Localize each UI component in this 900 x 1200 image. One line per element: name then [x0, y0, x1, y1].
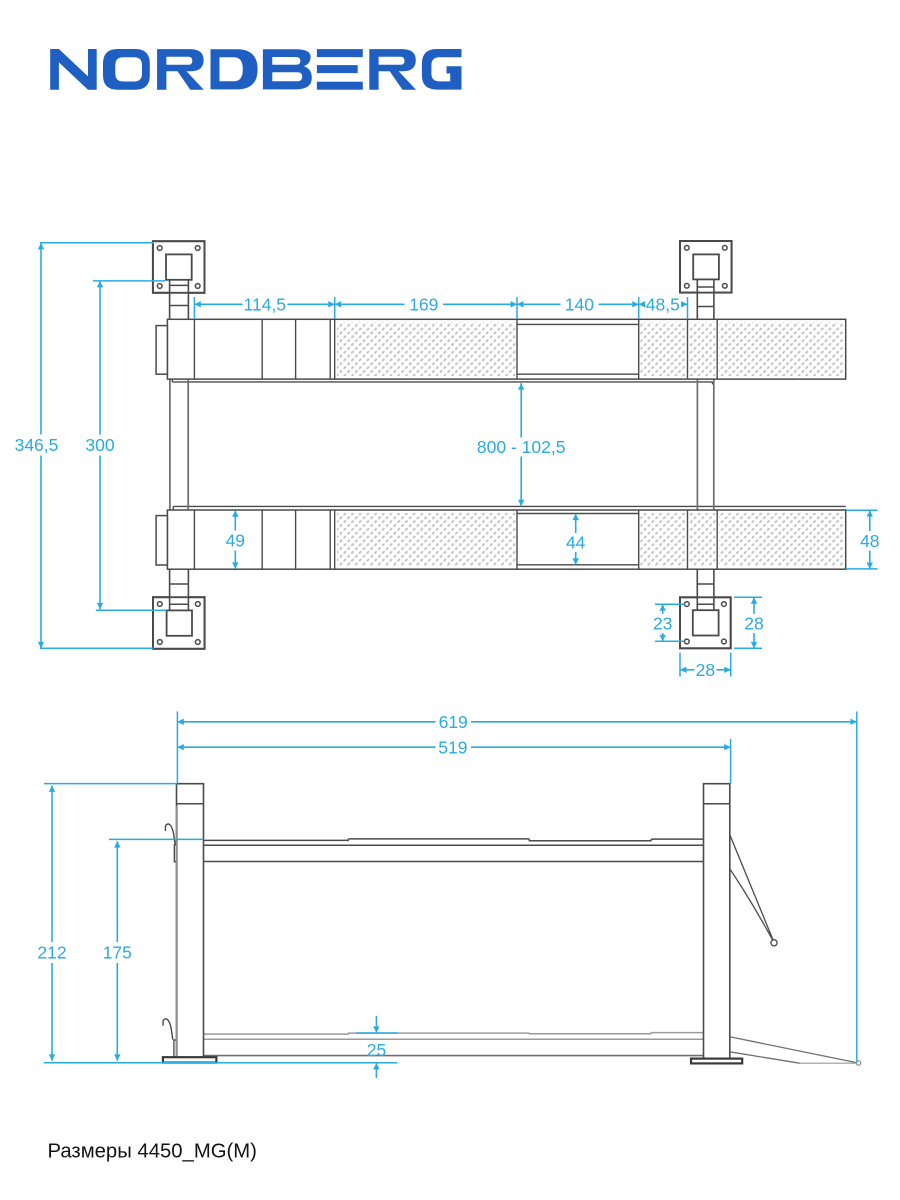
svg-text:49: 49 — [226, 531, 245, 551]
svg-text:Размеры 4450_MG(M): Размеры 4450_MG(M) — [48, 1141, 257, 1163]
svg-text:23: 23 — [653, 614, 672, 634]
svg-text:28: 28 — [744, 614, 763, 634]
svg-text:175: 175 — [103, 943, 132, 963]
svg-text:25: 25 — [367, 1040, 386, 1060]
svg-text:346,5: 346,5 — [15, 435, 59, 455]
svg-text:44: 44 — [566, 533, 586, 553]
svg-text:212: 212 — [37, 943, 66, 963]
svg-text:48: 48 — [860, 531, 879, 551]
svg-text:519: 519 — [438, 737, 467, 757]
svg-text:619: 619 — [439, 712, 468, 732]
svg-text:48,5: 48,5 — [646, 295, 680, 315]
svg-text:169: 169 — [409, 295, 438, 315]
svg-text:114,5: 114,5 — [244, 295, 287, 315]
svg-text:28: 28 — [696, 660, 715, 680]
svg-text:300: 300 — [85, 435, 114, 455]
svg-text:800 - 102,5: 800 - 102,5 — [477, 437, 566, 457]
svg-text:140: 140 — [565, 295, 594, 315]
